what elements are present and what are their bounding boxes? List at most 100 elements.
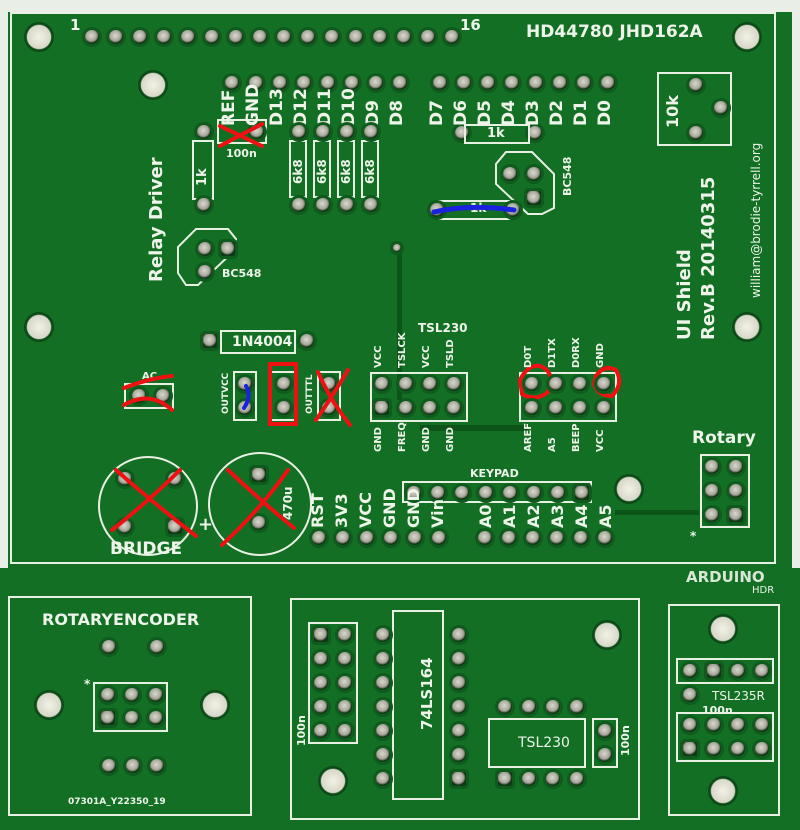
pad xyxy=(221,242,235,256)
mount-hole xyxy=(708,614,738,644)
digital-pin xyxy=(273,76,287,90)
pad xyxy=(203,334,217,348)
tsl230-sensor-label: TSL230 xyxy=(518,735,570,751)
cap-470u-outline xyxy=(208,452,312,556)
pad xyxy=(125,711,139,725)
analog-pin xyxy=(598,531,612,545)
mount-hole xyxy=(200,690,230,720)
power-pin xyxy=(336,531,350,545)
pad xyxy=(546,700,560,714)
resistor-1k-lower-label: 1k xyxy=(470,201,487,215)
digital-pin-label: D9 xyxy=(363,100,383,126)
connector-2x5-outline xyxy=(308,622,358,744)
pad xyxy=(125,688,139,702)
pad xyxy=(102,759,116,773)
pad xyxy=(149,711,163,725)
pad xyxy=(597,401,611,415)
tsl235-label: TSL235R xyxy=(712,689,765,703)
shield-title: UI Shield xyxy=(674,249,695,340)
digital-pin-label: D5 xyxy=(475,100,495,126)
lcd-pin-1-label: 1 xyxy=(70,16,81,34)
pad xyxy=(250,125,264,139)
lcd-pin xyxy=(397,30,411,44)
digital-pin xyxy=(505,76,519,90)
pad xyxy=(197,125,211,139)
pad xyxy=(376,772,390,786)
pad xyxy=(506,203,520,217)
pad xyxy=(292,125,306,139)
mount-hole-inner xyxy=(138,70,168,100)
keypad-pin xyxy=(479,486,493,500)
pad xyxy=(452,700,466,714)
lcd-pin xyxy=(421,30,435,44)
resistor-6k8-outline xyxy=(313,140,331,198)
resistor-1k-top-label: 1k xyxy=(487,126,505,141)
resistor-6k8-label: 6k8 xyxy=(339,159,353,184)
pad xyxy=(238,401,252,415)
pad xyxy=(197,198,211,212)
pad xyxy=(731,742,745,756)
tsl230-sensor-outline xyxy=(488,718,586,768)
digital-pin xyxy=(457,76,471,90)
power-pin xyxy=(312,531,326,545)
digital-pin xyxy=(321,76,335,90)
keypad-pin xyxy=(431,486,445,500)
pad xyxy=(707,718,721,732)
pad xyxy=(150,640,164,654)
mount-hole xyxy=(318,766,348,796)
pad xyxy=(338,652,352,666)
ac-label: AC xyxy=(142,371,158,382)
pad xyxy=(705,460,719,474)
lcd-pin xyxy=(109,30,123,44)
lcd-pin xyxy=(325,30,339,44)
pad xyxy=(729,508,743,522)
analog-pin xyxy=(550,531,564,545)
pad xyxy=(707,664,721,678)
pad xyxy=(316,198,330,212)
pad xyxy=(376,652,390,666)
pad xyxy=(376,628,390,642)
analog-pin-label: A0 xyxy=(476,504,495,528)
pad xyxy=(376,724,390,738)
lcd-pin xyxy=(205,30,219,44)
digital-pin xyxy=(529,76,543,90)
aux-pin-label: GND xyxy=(595,343,606,368)
tsl230-pin-label: VCC xyxy=(421,345,432,368)
pad xyxy=(364,125,378,139)
shield-revision: Rev.B 20140315 xyxy=(698,176,719,340)
tsl235-header-outline xyxy=(676,658,774,684)
main-board-outline xyxy=(10,12,776,564)
diode-1n4004-label: 1N4004 xyxy=(232,334,293,350)
tsl235-connector-outline xyxy=(676,712,774,762)
pad xyxy=(527,167,541,181)
digital-pin xyxy=(249,76,263,90)
pot-10k-label: 10k xyxy=(663,95,682,128)
keypad-header-outline xyxy=(402,481,592,503)
pad xyxy=(238,377,252,391)
pad xyxy=(573,377,587,391)
pad xyxy=(314,628,328,642)
trace xyxy=(420,425,528,431)
encoder-header-outline xyxy=(93,682,168,732)
pad xyxy=(597,377,611,391)
aux-pin-label: A5 xyxy=(547,437,558,452)
rotary-board-outline xyxy=(8,596,252,816)
pad xyxy=(364,198,378,212)
digital-pin-label: REF xyxy=(219,89,239,126)
pad xyxy=(118,520,132,534)
power-pin-label: GND xyxy=(404,488,423,528)
pad xyxy=(340,198,354,212)
pad xyxy=(729,460,743,474)
lcd-pin xyxy=(373,30,387,44)
power-pin xyxy=(408,531,422,545)
lcd-pin xyxy=(229,30,243,44)
digital-pin-label: D2 xyxy=(547,100,567,126)
digital-pin-label: D10 xyxy=(339,88,359,126)
order-code: 07301A_Y22350_19 xyxy=(68,797,166,807)
ic-74ls164-label: 74LS164 xyxy=(418,657,436,730)
pad xyxy=(683,688,697,702)
pad xyxy=(570,700,584,714)
pad xyxy=(707,742,721,756)
digital-pin-label: D1 xyxy=(571,100,591,126)
digital-pin xyxy=(553,76,567,90)
